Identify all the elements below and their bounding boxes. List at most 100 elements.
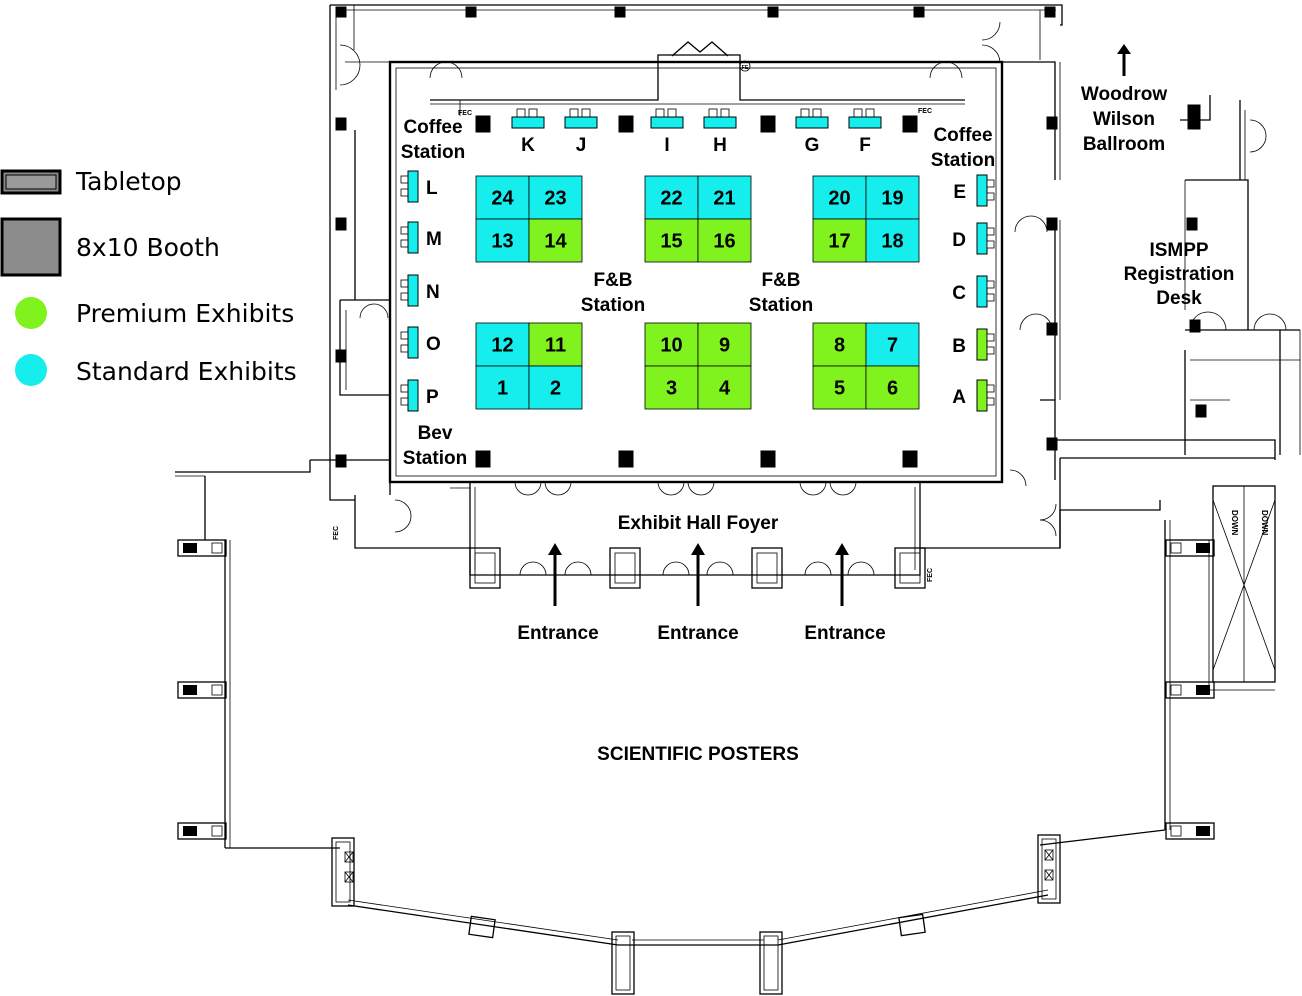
tabletop-b[interactable]: B xyxy=(952,328,995,361)
tabletop-table[interactable] xyxy=(407,379,419,412)
tabletop-table[interactable] xyxy=(407,274,419,307)
tabletop-n[interactable]: N xyxy=(400,274,440,307)
booth-number: 13 xyxy=(491,231,513,253)
tabletop-table[interactable] xyxy=(407,326,419,359)
booth-number: 5 xyxy=(834,378,845,400)
booth-6[interactable]: 6 xyxy=(865,365,920,410)
booth-cell[interactable] xyxy=(812,175,867,220)
building-walls xyxy=(175,4,1301,995)
booth-9[interactable]: 9 xyxy=(697,322,752,367)
doors xyxy=(339,21,1287,576)
wall xyxy=(330,4,1063,26)
booth-cell[interactable] xyxy=(475,322,530,367)
booth-cell[interactable] xyxy=(644,218,699,263)
booth-14[interactable]: 14 xyxy=(528,218,583,263)
tabletop-table[interactable] xyxy=(511,116,545,129)
booth-cell[interactable] xyxy=(697,218,752,263)
tabletop-a[interactable]: A xyxy=(952,379,995,412)
tabletop-j[interactable]: J xyxy=(564,108,598,156)
booth-22[interactable]: 22 xyxy=(644,175,699,220)
tabletop-table[interactable] xyxy=(976,379,988,412)
tabletop-table[interactable] xyxy=(976,174,988,207)
booth-2[interactable]: 2 xyxy=(528,365,583,410)
booth-17[interactable]: 17 xyxy=(812,218,867,263)
booth-cell[interactable] xyxy=(528,175,583,220)
arrow-up-icon xyxy=(835,543,849,555)
tabletop-e[interactable]: E xyxy=(953,174,995,207)
booth-cell[interactable] xyxy=(697,322,752,367)
legend: Tabletop 8x10 Booth Premium Exhibits Sta… xyxy=(0,167,297,386)
coffee-station-left-label-2: Station xyxy=(401,142,465,163)
booth-16[interactable]: 16 xyxy=(697,218,752,263)
booth-cell[interactable] xyxy=(812,322,867,367)
tabletop-k[interactable]: K xyxy=(511,108,545,156)
tabletop-o[interactable]: O xyxy=(400,326,441,359)
booth-cell[interactable] xyxy=(528,365,583,410)
booth-cell[interactable] xyxy=(865,365,920,410)
exhibit-hall-outline xyxy=(388,60,1004,484)
tabletop-table[interactable] xyxy=(848,116,882,129)
booth-7[interactable]: 7 xyxy=(865,322,920,367)
booth-11[interactable]: 11 xyxy=(528,322,583,367)
booth-cell[interactable] xyxy=(812,365,867,410)
booth-cell[interactable] xyxy=(697,365,752,410)
booth-number: 3 xyxy=(666,378,677,400)
legend-premium-dot xyxy=(15,297,47,329)
booth-cell[interactable] xyxy=(644,322,699,367)
tabletop-letter: H xyxy=(713,135,727,156)
booth-10[interactable]: 10 xyxy=(644,322,699,367)
booth-number: 8 xyxy=(834,335,845,357)
booth-24[interactable]: 24 xyxy=(475,175,530,220)
booth-cell[interactable] xyxy=(865,175,920,220)
tabletop-table[interactable] xyxy=(976,328,988,361)
tabletop-p[interactable]: P xyxy=(400,379,439,412)
tabletop-i[interactable]: I xyxy=(650,108,684,156)
booth-4[interactable]: 4 xyxy=(697,365,752,410)
booth-8[interactable]: 8 xyxy=(812,322,867,367)
tabletop-table[interactable] xyxy=(976,222,988,255)
booth-20[interactable]: 20 xyxy=(812,175,867,220)
booth-cell[interactable] xyxy=(644,175,699,220)
tabletop-l[interactable]: L xyxy=(400,170,438,203)
booth-12[interactable]: 12 xyxy=(475,322,530,367)
tabletop-d[interactable]: D xyxy=(952,222,995,255)
tabletop-table[interactable] xyxy=(795,116,829,129)
tabletop-table[interactable] xyxy=(650,116,684,129)
tabletop-f[interactable]: F xyxy=(848,108,882,156)
booth-number: 21 xyxy=(713,188,735,210)
booth-cell[interactable] xyxy=(475,218,530,263)
tabletop-table[interactable] xyxy=(407,221,419,254)
tabletop-m[interactable]: M xyxy=(400,221,442,254)
booth-13[interactable]: 13 xyxy=(475,218,530,263)
booth-number: 20 xyxy=(828,188,850,210)
tabletop-h[interactable]: H xyxy=(703,108,737,156)
fire-extinguisher-icon xyxy=(739,60,751,72)
booth-19[interactable]: 19 xyxy=(865,175,920,220)
booth-cell[interactable] xyxy=(865,218,920,263)
tabletop-table[interactable] xyxy=(703,116,737,129)
booth-21[interactable]: 21 xyxy=(697,175,752,220)
booth-cell[interactable] xyxy=(528,322,583,367)
tabletop-table[interactable] xyxy=(976,275,988,308)
tabletop-table[interactable] xyxy=(407,170,419,203)
tabletop-table[interactable] xyxy=(564,116,598,129)
tabletop-letter: L xyxy=(426,178,438,199)
booth-3[interactable]: 3 xyxy=(644,365,699,410)
booth-cell[interactable] xyxy=(697,175,752,220)
tabletop-g[interactable]: G xyxy=(795,108,829,156)
booth-number: 7 xyxy=(887,335,898,357)
booth-15[interactable]: 15 xyxy=(644,218,699,263)
booth-cell[interactable] xyxy=(528,218,583,263)
booth-cell[interactable] xyxy=(475,175,530,220)
booth-23[interactable]: 23 xyxy=(528,175,583,220)
booth-cell[interactable] xyxy=(644,365,699,410)
kiosks xyxy=(177,539,1215,840)
booth-cell[interactable] xyxy=(812,218,867,263)
booth-5[interactable]: 5 xyxy=(812,365,867,410)
booth-number: 19 xyxy=(881,188,903,210)
tabletop-letter: A xyxy=(952,387,966,408)
booth-18[interactable]: 18 xyxy=(865,218,920,263)
entrance-label-2: Entrance xyxy=(657,623,738,644)
booth-1[interactable]: 1 xyxy=(475,365,530,410)
tabletop-c[interactable]: C xyxy=(952,275,995,308)
